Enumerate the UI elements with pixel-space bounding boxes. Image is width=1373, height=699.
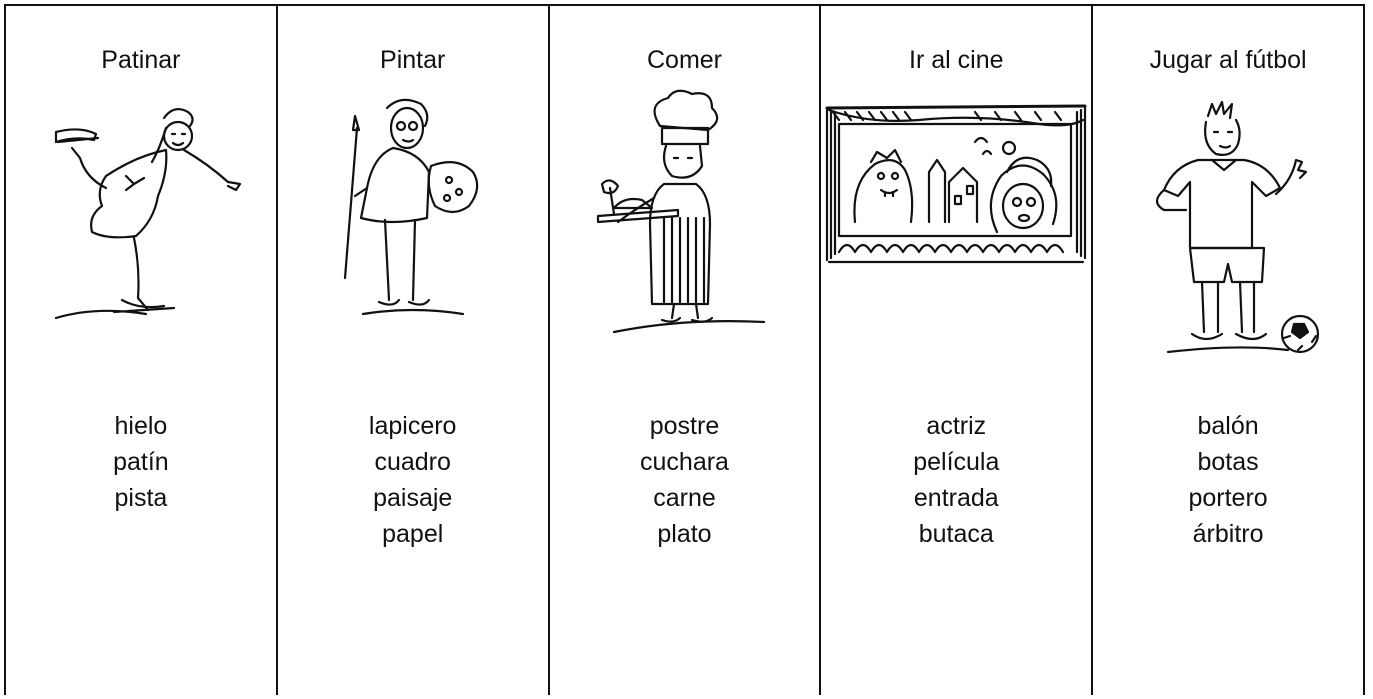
- painter-icon: [323, 88, 503, 328]
- column-title: Ir al cine: [909, 46, 1004, 74]
- word: hielo: [114, 412, 168, 440]
- word: cuadro: [374, 448, 451, 476]
- word: pista: [114, 484, 168, 512]
- column-ir-al-cine: Ir al cine: [821, 6, 1094, 695]
- column-title: Pintar: [380, 46, 446, 74]
- word: lapicero: [368, 412, 457, 440]
- column-title: Jugar al fútbol: [1149, 46, 1307, 74]
- word: paisaje: [373, 484, 453, 512]
- word: árbitro: [1192, 520, 1264, 548]
- vocabulary-sheet: Patinar: [4, 4, 1365, 695]
- word: botas: [1197, 448, 1259, 476]
- column-comer: Comer: [550, 6, 822, 695]
- column-jugar-al-futbol: Jugar al fútbol: [1093, 6, 1363, 695]
- word: patín: [113, 448, 169, 476]
- word: papel: [382, 520, 444, 548]
- cinema-screen-icon: [825, 102, 1087, 272]
- column-patinar: Patinar: [6, 6, 278, 695]
- chef-icon: [584, 88, 784, 338]
- word-list: postre cuchara carne plato: [550, 408, 820, 552]
- word-list: balón botas portero árbitro: [1093, 408, 1363, 552]
- word: plato: [657, 520, 712, 548]
- word: portero: [1188, 484, 1268, 512]
- word: entrada: [913, 484, 999, 512]
- column-title: Patinar: [101, 46, 181, 74]
- word: cuchara: [640, 448, 729, 476]
- column-pintar: Pintar: [278, 6, 550, 695]
- word: balón: [1197, 412, 1259, 440]
- word: actriz: [926, 412, 987, 440]
- word-list: lapicero cuadro paisaje papel: [278, 408, 548, 552]
- word: carne: [653, 484, 716, 512]
- word: película: [913, 448, 1000, 476]
- footballer-icon: [1128, 98, 1328, 358]
- column-title: Comer: [646, 46, 722, 74]
- word-list: hielo patín pista: [6, 408, 276, 516]
- word: butaca: [918, 520, 994, 548]
- skater-icon: [26, 88, 256, 328]
- word: postre: [649, 412, 720, 440]
- word-list: actriz película entrada butaca: [821, 408, 1091, 552]
